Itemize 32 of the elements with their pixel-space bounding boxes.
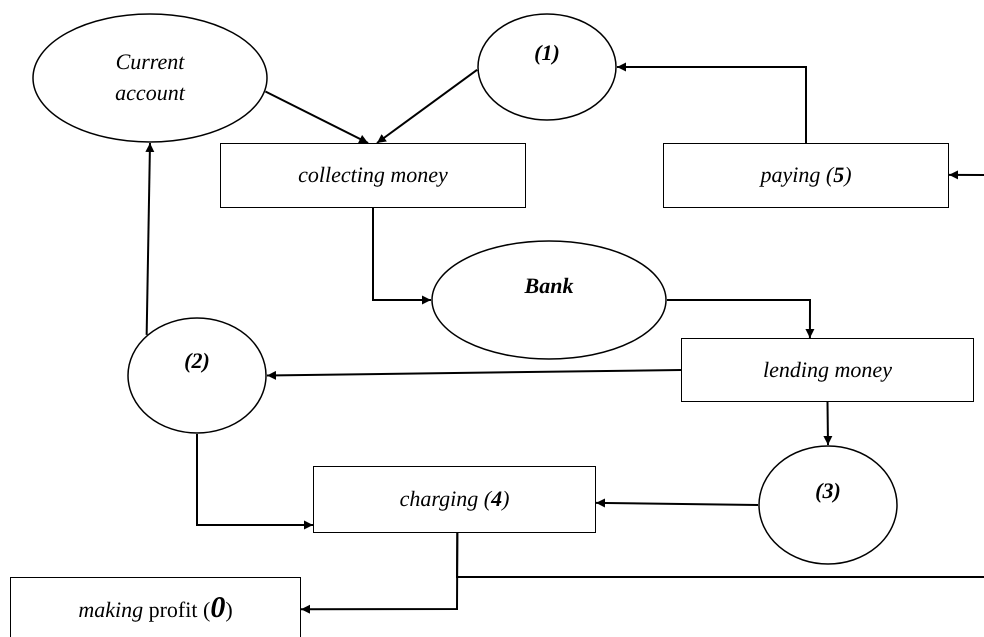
node-label: (1) bbox=[534, 38, 560, 67]
node-label: making profit (0) bbox=[78, 590, 233, 626]
ellipse-node bbox=[127, 317, 267, 434]
node-label: collecting money bbox=[298, 161, 448, 190]
node-label: paying (5) bbox=[760, 161, 852, 190]
arrow bbox=[196, 434, 313, 530]
process-box bbox=[313, 466, 596, 533]
ellipse-node bbox=[477, 13, 617, 121]
arrow bbox=[145, 142, 154, 335]
node-label: Bank bbox=[524, 272, 574, 300]
ellipse-node bbox=[32, 13, 268, 143]
node-label: (2) bbox=[184, 347, 210, 376]
process-box bbox=[220, 143, 526, 208]
ellipse-node bbox=[758, 445, 898, 565]
arrow bbox=[667, 299, 814, 338]
node-label: charging (4) bbox=[400, 485, 510, 514]
arrow bbox=[264, 90, 369, 144]
arrow bbox=[617, 62, 807, 143]
arrow bbox=[949, 170, 984, 180]
process-box bbox=[10, 577, 301, 637]
node-label: Current account bbox=[114, 48, 186, 107]
process-box bbox=[681, 338, 974, 402]
arrow bbox=[596, 498, 758, 508]
process-box bbox=[663, 143, 949, 208]
arrow bbox=[266, 369, 682, 380]
arrow bbox=[376, 69, 478, 144]
connector-line bbox=[456, 533, 984, 578]
node-label: lending money bbox=[763, 356, 892, 384]
arrow bbox=[823, 402, 832, 446]
ellipse-node bbox=[431, 240, 667, 360]
arrow bbox=[372, 208, 431, 304]
node-label: (3) bbox=[815, 476, 841, 505]
